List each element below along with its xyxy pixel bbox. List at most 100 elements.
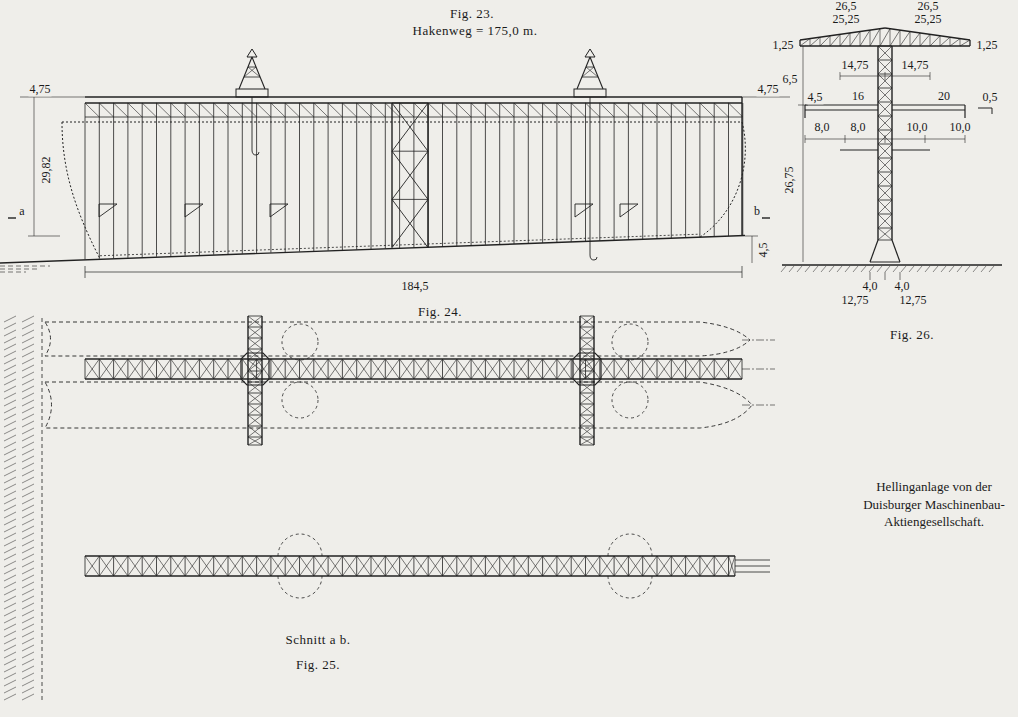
drawing-line (580, 349, 594, 360)
drawing-line (869, 266, 874, 272)
drawing-line (252, 57, 265, 89)
drawing-line (314, 103, 328, 117)
drawing-line (685, 103, 686, 238)
drawing-line (271, 103, 285, 117)
drawing-line (392, 151, 428, 199)
drawing-line (782, 264, 1002, 265)
drawing-line (600, 556, 614, 576)
drawing-line (228, 359, 229, 379)
drawing-line (840, 72, 841, 80)
drawing-line (357, 359, 371, 379)
drawing-line (328, 359, 342, 379)
drawing-line (142, 359, 156, 379)
drawing-line (580, 316, 594, 317)
drawing-line (248, 360, 262, 371)
drawing-line (837, 266, 842, 272)
drawing-line (878, 172, 892, 186)
drawing-line (443, 359, 457, 379)
drawing-line (442, 359, 443, 379)
drawing-line (248, 393, 262, 404)
drawing-line (22, 631, 34, 637)
drawing-line (127, 359, 128, 379)
drawing-line (714, 556, 715, 576)
drawing-line (22, 435, 34, 441)
drawing-line (950, 37, 951, 46)
drawing-line (614, 103, 615, 240)
drawing-line (248, 437, 262, 438)
drawing-line (543, 103, 557, 117)
drawing-line (156, 556, 157, 576)
drawing-line (528, 359, 542, 379)
drawing-line (185, 556, 199, 576)
drawing-line (798, 105, 808, 106)
drawing-line (285, 103, 286, 252)
drawing-line (357, 556, 371, 576)
drawing-line (528, 359, 542, 379)
drawing-line (805, 135, 806, 143)
drawing-line (248, 338, 262, 349)
drawing-line (342, 556, 343, 576)
drawing-line (810, 39, 811, 46)
drawing-line (877, 266, 882, 272)
drawing-line (22, 372, 34, 378)
drawing-line (385, 359, 399, 379)
drawing-path (241, 353, 269, 385)
drawing-line (4, 484, 16, 490)
drawing-line (22, 442, 34, 448)
drawing-line (657, 556, 658, 576)
drawing-line (0, 269, 38, 270)
drawing-line (970, 40, 971, 46)
drawing-line (185, 103, 186, 256)
drawing-line (471, 359, 485, 379)
drawing-line (299, 556, 300, 576)
drawing-line (85, 359, 86, 379)
drawing-line (714, 359, 715, 379)
drawing-line (22, 449, 34, 455)
drawing-line (580, 316, 594, 327)
drawing-line (930, 72, 931, 80)
drawing-line (170, 359, 171, 379)
drawing-line (85, 575, 735, 576)
drawing-line (485, 359, 499, 379)
drawing-line (556, 103, 557, 242)
drawing-line (22, 365, 34, 371)
drawing-line (860, 32, 861, 46)
drawing-line (878, 102, 892, 116)
drawing-line (840, 34, 841, 46)
drawing-line (878, 46, 892, 60)
drawing-line (214, 556, 228, 576)
drawing-line (400, 359, 414, 379)
crane-sweep-circle (612, 382, 648, 418)
drawing-line (285, 556, 286, 576)
drawing-line (4, 659, 16, 665)
drawing-line (157, 103, 171, 117)
drawing-line (199, 103, 200, 255)
drawing-line (256, 103, 257, 253)
drawing-line (242, 556, 243, 576)
drawing-line (600, 359, 614, 379)
drawing-line (925, 266, 930, 272)
drawing-line (248, 382, 262, 393)
drawing-line (892, 109, 965, 110)
drawing-line (391, 103, 392, 248)
drawing-line (371, 556, 385, 576)
dimension-label: 4,0 (862, 280, 879, 293)
drawing-line (171, 103, 185, 117)
drawing-line (614, 556, 615, 576)
drawing-line (22, 554, 34, 560)
drawing-line (4, 526, 16, 532)
drawing-line (392, 103, 428, 151)
drawing-line (99, 556, 113, 576)
drawing-line (199, 556, 213, 576)
drawing-line (22, 484, 34, 490)
drawing-line (113, 359, 114, 379)
drawing-line (85, 103, 86, 259)
drawing-line (392, 103, 428, 151)
drawing-line (342, 359, 356, 379)
drawing-line (171, 556, 185, 576)
drawing-line (580, 404, 594, 405)
drawing-line (342, 556, 356, 576)
drawing-line (385, 359, 386, 379)
drawing-line (729, 359, 743, 379)
drawing-line (735, 566, 770, 567)
